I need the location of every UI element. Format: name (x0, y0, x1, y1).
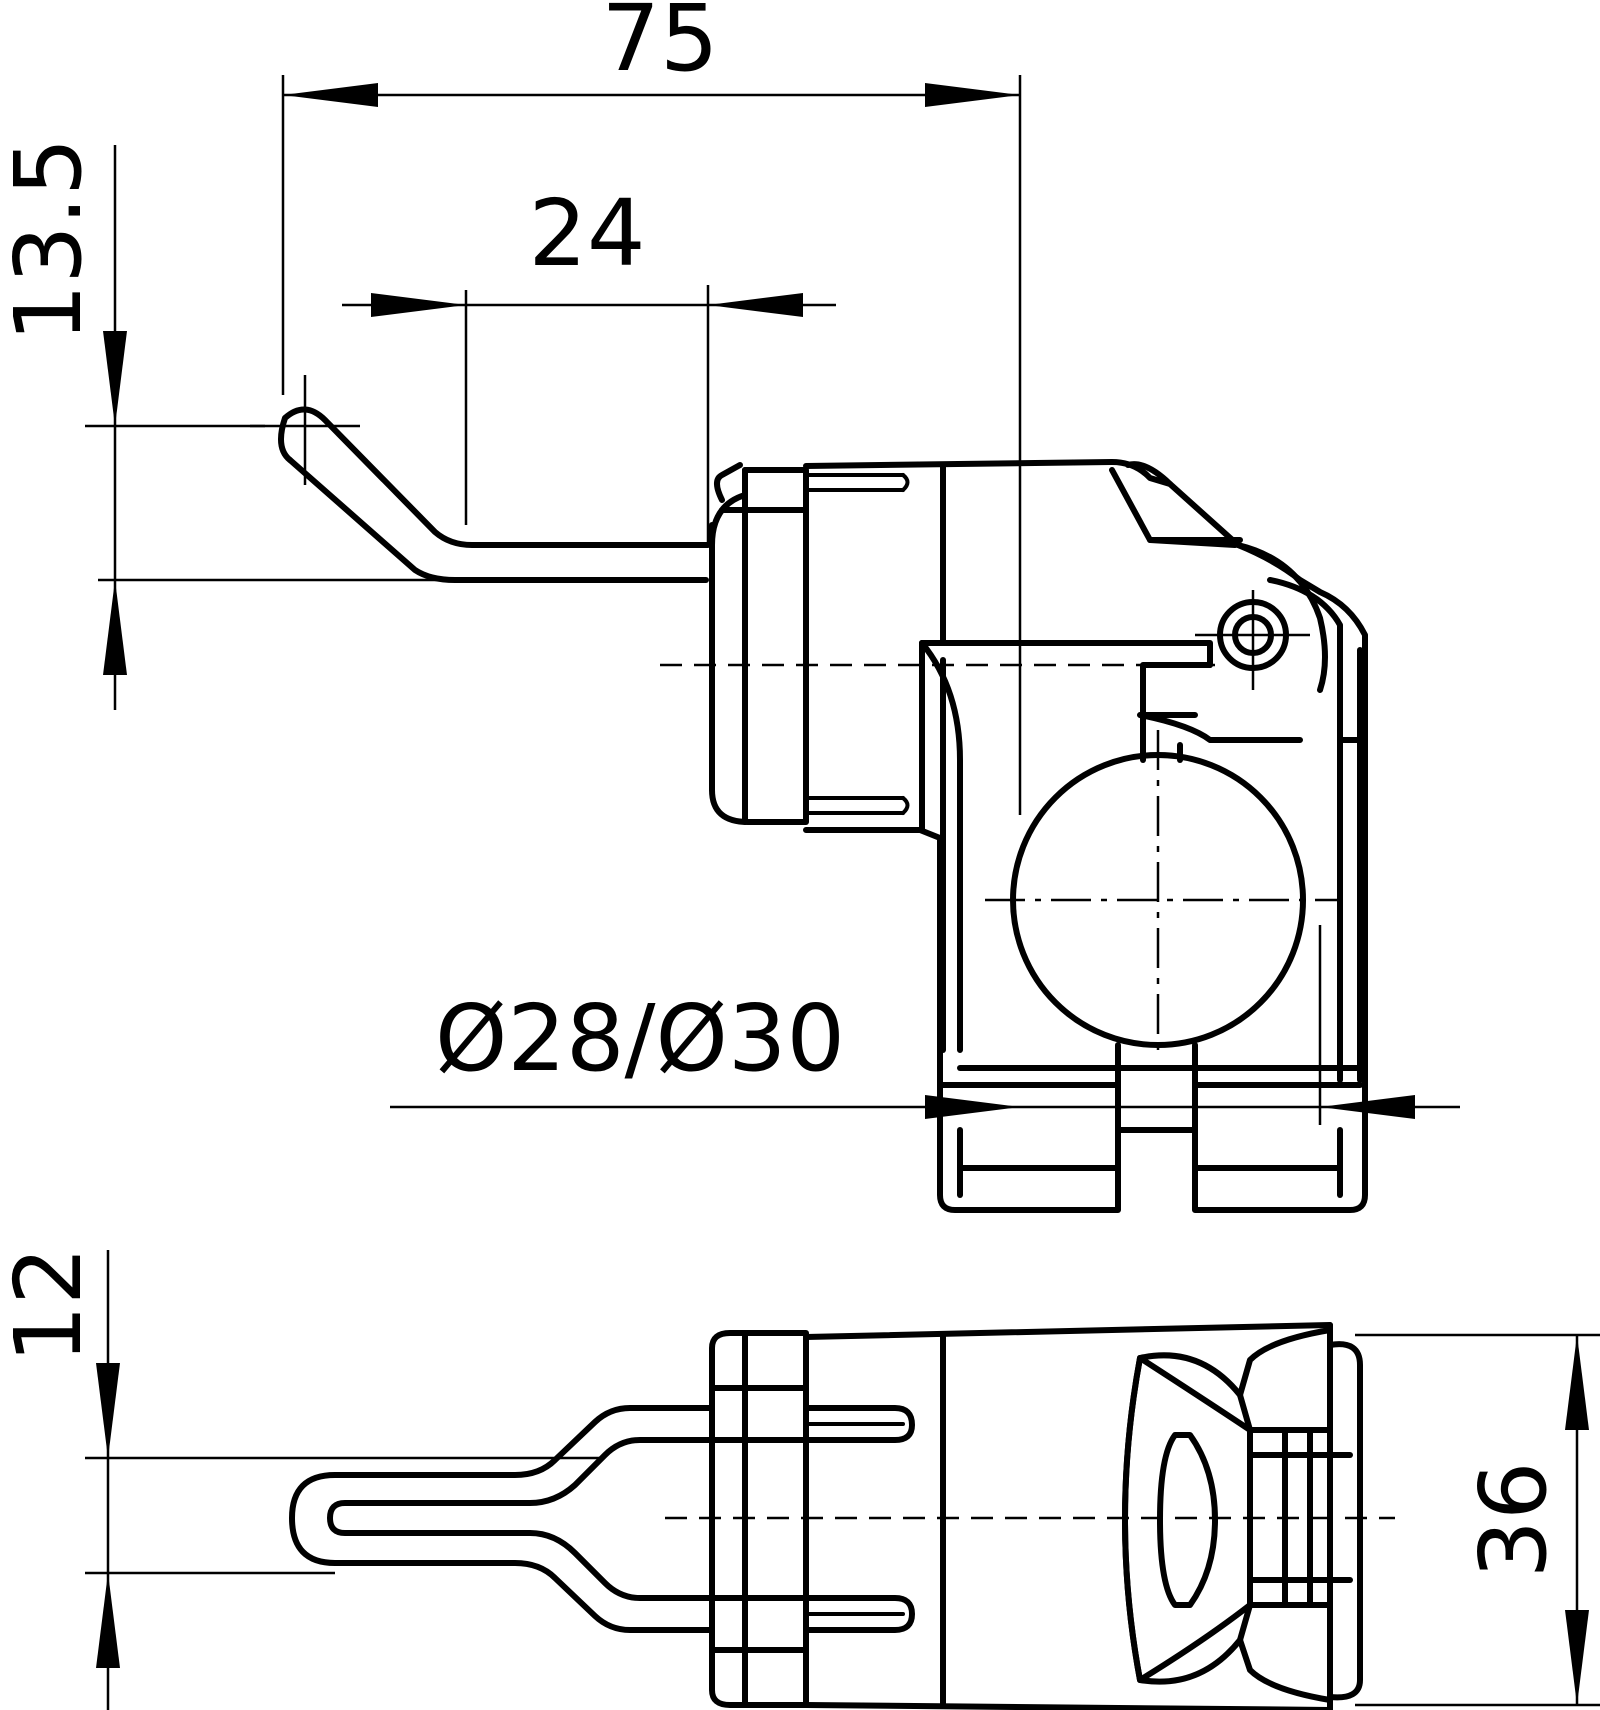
clamp-body-top (665, 1322, 1395, 1710)
threaded-stud-top (803, 1405, 915, 1633)
dimension-label-12: 12 (0, 1246, 102, 1363)
dimension-75: 75 (281, 0, 1022, 815)
side-view: 75 24 13.5 (0, 0, 1460, 1213)
dimension-label-36: 36 (1460, 1461, 1567, 1578)
dimension-label-13-5: 13.5 (0, 138, 102, 343)
dimension-label-75: 75 (601, 0, 718, 92)
clamp-body-side (660, 459, 1368, 1213)
dimension-label-24: 24 (528, 180, 645, 287)
end-cap-side (709, 462, 809, 825)
dimension-24: 24 (342, 180, 836, 545)
dimension-label-tube-diameter: Ø28/Ø30 (435, 985, 845, 1092)
threaded-stud-side (804, 473, 910, 815)
lever-side (250, 375, 711, 583)
end-cap-top (709, 1330, 809, 1708)
dimension-36: 36 (1355, 1333, 1600, 1707)
top-view: 12 36 (0, 1246, 1600, 1710)
dimension-13-5: 13.5 (0, 138, 700, 710)
dimension-tube-diameter: Ø28/Ø30 (390, 985, 1460, 1119)
dimension-12: 12 (0, 1246, 600, 1710)
lever-top (289, 1405, 715, 1633)
